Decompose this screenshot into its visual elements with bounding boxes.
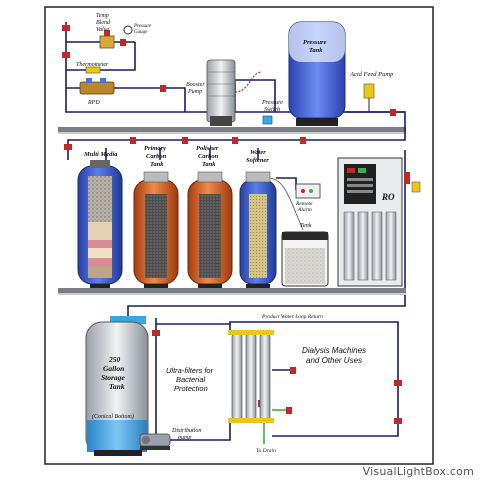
pressure-switch[interactable] [262, 115, 273, 125]
valve[interactable] [390, 109, 396, 116]
booster-pump[interactable] [206, 59, 263, 126]
thermometer-icon [85, 66, 101, 74]
rpd-backflow-preventer[interactable] [79, 78, 115, 95]
ultra-filters[interactable] [228, 330, 274, 423]
valve[interactable] [394, 380, 402, 386]
acid-feed-pump-label: Acid Feed Pump [349, 71, 394, 78]
pressure-switch-label-line-1: Pressure [261, 100, 283, 106]
ro-unit[interactable] [337, 157, 403, 287]
storage-tank-label: Tank [109, 382, 125, 391]
valve[interactable] [286, 407, 292, 414]
multi-media-label: Multi Media [83, 151, 118, 158]
to-drain-label: To Drain [256, 448, 276, 454]
polisher-carbon-label: Carbon [198, 153, 219, 160]
valve[interactable] [232, 137, 238, 144]
water-softener-tank[interactable] [239, 171, 277, 290]
polisher-carbon-tank[interactable] [187, 171, 233, 290]
svg-text:Valve: Valve [96, 27, 109, 33]
pressure-switch-label-line-2: Switch [264, 107, 280, 113]
rpd-label: RPD [87, 100, 100, 106]
valve[interactable] [64, 144, 72, 150]
multi-media-tank[interactable] [77, 160, 123, 290]
primary-carbon-label: Primary [144, 145, 166, 152]
valve[interactable] [160, 85, 166, 92]
temp-blend-valve-label: Valve [96, 27, 109, 33]
brine-tank[interactable] [281, 231, 329, 287]
remote-alarm-label-line-2: Alarm [297, 207, 312, 213]
storage-tank-label: Gallon [103, 364, 124, 373]
svg-text:Temp: Temp [96, 13, 109, 19]
distribution-pump[interactable] [139, 433, 171, 450]
watermark: VisualLightBox.com [362, 465, 474, 478]
pressure-gauge-icon [123, 25, 133, 35]
pressure-gauge-label-line-2: Gauge [134, 30, 148, 35]
row-1-valves [62, 25, 396, 116]
row-2-valves [64, 137, 306, 150]
product-loop-return-label: Product Water Loop Return [261, 314, 323, 320]
primary-carbon-label: Carbon [146, 153, 167, 160]
ro-label: RO [381, 192, 395, 202]
water-softener-label: Water [250, 149, 266, 156]
temp-blend-valve-label: Temp [96, 13, 109, 19]
valve[interactable] [290, 367, 296, 374]
distribution-pump-label-line-2: pump [177, 435, 191, 441]
valve[interactable] [62, 52, 70, 58]
conical-bottom-label: (Conical Bottom) [92, 413, 134, 420]
pressure-tank-label-line-1: Pressure [303, 39, 327, 46]
polisher-carbon-label: Tank [202, 161, 216, 168]
svg-text:Blend: Blend [96, 20, 111, 26]
brine-line [267, 177, 304, 231]
pressure-tank-label-line-2: Tank [309, 47, 323, 54]
ultra-filters-label-line-3: Protection [174, 384, 208, 393]
equipment-rail [58, 288, 406, 293]
distribution-pump-label-line-1: Distribution [171, 428, 201, 434]
ultra-filters-label-line-2: Bacterial [176, 375, 206, 384]
booster-pump-label-line-2: Pump [187, 89, 202, 95]
booster-pump-label-line-1: Booster [186, 82, 205, 88]
thermometer-label: Thermometer [76, 62, 109, 68]
valve[interactable] [120, 39, 126, 46]
pressure-tank[interactable] [288, 21, 346, 126]
ultra-filters-label-line-1: Ultra-filters for [166, 366, 214, 375]
acid-feed-pump[interactable] [363, 83, 375, 112]
equipment-rail [58, 127, 406, 132]
primary-carbon-tank[interactable] [133, 171, 179, 290]
valve[interactable] [152, 330, 160, 336]
temp-blend-valve-label: Blend [96, 20, 111, 26]
storage-tank[interactable] [85, 316, 149, 456]
valve[interactable] [182, 137, 188, 144]
primary-carbon-label: Tank [150, 161, 164, 168]
valve[interactable] [300, 137, 306, 144]
pressure-gauge-label-line-1: Pressure [133, 24, 152, 29]
water-softener-label: Softener [246, 157, 269, 164]
brine-tank-label: Tank [300, 223, 312, 229]
valve[interactable] [62, 25, 70, 31]
storage-tank-label: Storage [101, 373, 125, 382]
dialysis-label-line-2: and Other Uses [306, 356, 362, 365]
remote-alarm-label-line-1: Remote [295, 201, 313, 207]
dialysis-label-line-1: Dialysis Machines [302, 346, 366, 355]
valve[interactable] [394, 418, 402, 424]
polisher-carbon-label: Polisher [196, 145, 219, 152]
temp-blend-valve[interactable] [99, 30, 115, 49]
storage-tank-label: 250 [108, 355, 121, 364]
remote-alarm[interactable] [295, 183, 321, 199]
valve[interactable] [130, 137, 136, 144]
ro-controller[interactable] [411, 181, 421, 193]
ro-drain-indicator [404, 172, 410, 184]
